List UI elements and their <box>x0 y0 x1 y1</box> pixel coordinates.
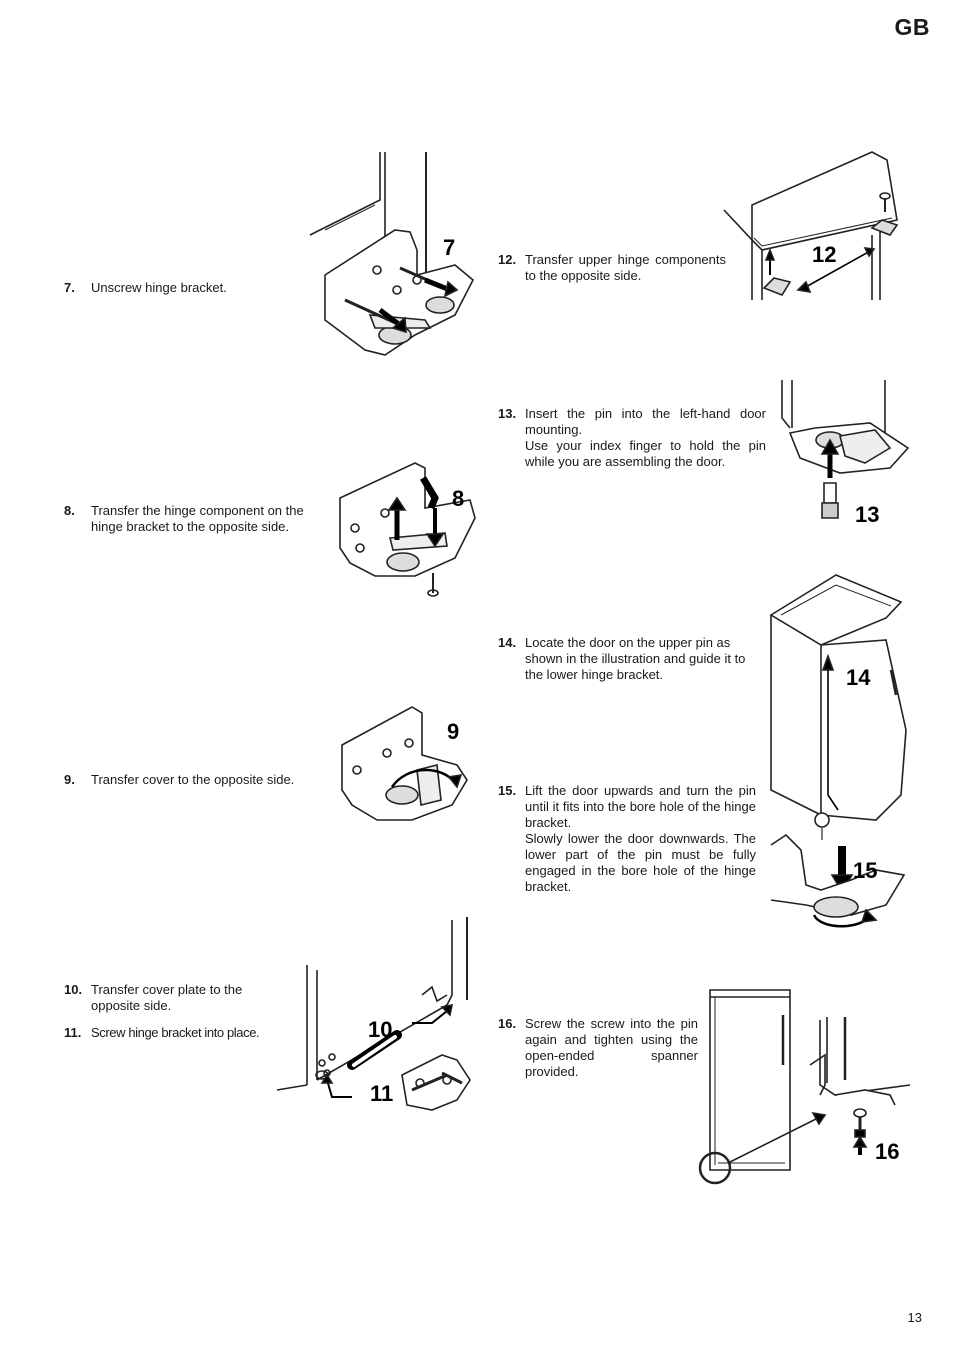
step-text: Lift the door upwards and turn the pin u… <box>525 783 756 830</box>
step-number: 11. <box>64 1025 82 1040</box>
step-text: Locate the door on the upper pin as show… <box>525 635 746 682</box>
figure-9: 9 <box>337 705 472 825</box>
step-text-2: Slowly lower the door downwards. The low… <box>525 831 756 894</box>
figure-label: 16 <box>875 1139 899 1164</box>
language-code: GB <box>894 14 930 40</box>
step-text-2: Use your index finger to hold the pin wh… <box>525 438 766 469</box>
step-text: Transfer upper hinge components to the o… <box>525 252 726 283</box>
step-9: 9. Transfer cover to the opposite side. <box>64 772 320 788</box>
step-text: Transfer the hinge component on the hing… <box>91 503 304 534</box>
step-number: 15. <box>498 783 517 798</box>
step-12: 12. Transfer upper hinge components to t… <box>498 252 726 284</box>
step-number: 14. <box>498 635 517 650</box>
figure-label: 7 <box>443 235 455 260</box>
step-number: 9. <box>64 772 75 787</box>
figure-label: 12 <box>812 242 836 267</box>
figure-label: 14 <box>846 665 871 690</box>
step-10: 10. Transfer cover plate to the opposite… <box>64 982 278 1014</box>
figure-10-11: 10 11 <box>272 915 477 1115</box>
figure-16: 16 <box>695 985 911 1190</box>
step-11: 11. Screw hinge bracket into place. <box>64 1025 280 1041</box>
step-8: 8. Transfer the hinge component on the h… <box>64 503 320 535</box>
figure-14-15: 14 15 <box>766 570 911 935</box>
figure-label: 10 <box>368 1017 392 1042</box>
step-text: Screw hinge bracket into place. <box>91 1025 260 1040</box>
step-text: Transfer cover plate to the opposite sid… <box>91 982 243 1013</box>
step-text: Screw the screw into the pin again and t… <box>525 1016 698 1079</box>
figure-label: 13 <box>855 502 879 527</box>
figure-12: 12 <box>722 150 912 300</box>
figure-13: 13 <box>780 378 910 528</box>
figure-label: 11 <box>370 1081 393 1106</box>
figure-label: 8 <box>452 486 464 511</box>
step-14: 14. Locate the door on the upper pin as … <box>498 635 756 683</box>
step-13: 13. Insert the pin into the left-hand do… <box>498 406 766 470</box>
step-number: 8. <box>64 503 75 518</box>
step-16: 16. Screw the screw into the pin again a… <box>498 1016 698 1080</box>
step-number: 16. <box>498 1016 517 1031</box>
step-number: 10. <box>64 982 83 997</box>
step-number: 7. <box>64 280 75 295</box>
figure-label: 9 <box>447 719 459 744</box>
step-text: Transfer cover to the opposite side. <box>91 772 295 787</box>
page-number: 13 <box>907 1310 922 1325</box>
step-text: Unscrew hinge bracket. <box>91 280 227 295</box>
step-text: Insert the pin into the left-hand door m… <box>525 406 766 437</box>
step-7: 7. Unscrew hinge bracket. <box>64 280 304 296</box>
figure-7: 7 <box>305 150 490 365</box>
figure-label: 15 <box>853 858 877 883</box>
step-number: 13. <box>498 406 517 421</box>
figure-8: 8 <box>335 458 476 598</box>
step-number: 12. <box>498 252 517 267</box>
step-15: 15. Lift the door upwards and turn the p… <box>498 783 756 895</box>
